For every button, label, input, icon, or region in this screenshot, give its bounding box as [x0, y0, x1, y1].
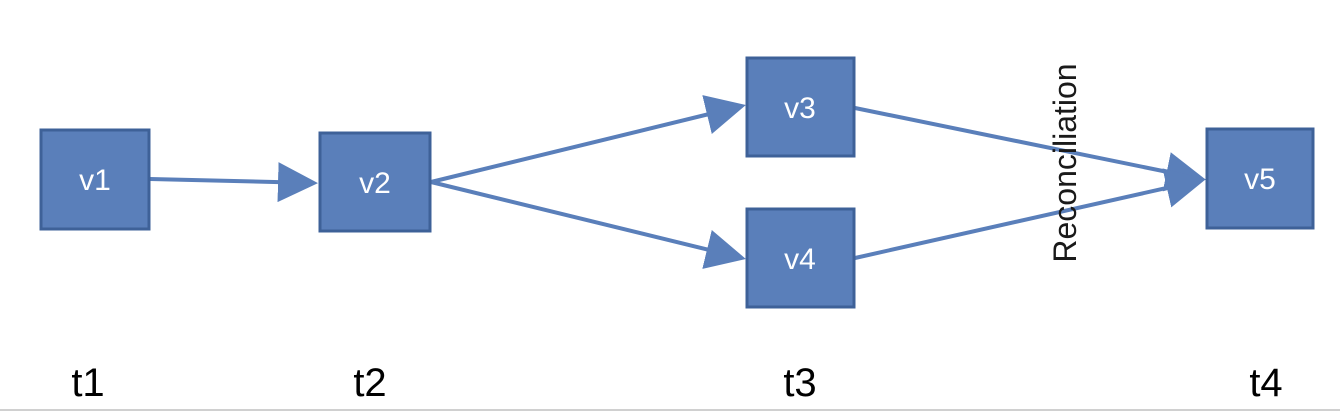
node-label: v4 [784, 243, 816, 276]
node-v3: v3 [745, 56, 856, 158]
node-label: v3 [784, 92, 816, 125]
reconciliation-label: Reconciliation [1047, 63, 1083, 262]
edge-v4-v5 [854, 168, 1206, 260]
node-v1: v1 [39, 128, 151, 231]
edge-v1-v2 [149, 162, 318, 203]
edge-v3-v5 [854, 106, 1206, 192]
edges [149, 95, 1206, 269]
time-label-t2: t2 [353, 361, 386, 405]
time-label-t3: t3 [783, 361, 816, 405]
node-label: v1 [79, 164, 111, 197]
edge-v2-v4 [430, 180, 746, 269]
node-v2: v2 [318, 131, 432, 233]
node-label: v2 [359, 167, 391, 200]
node-v5: v5 [1205, 127, 1315, 230]
time-label-t1: t1 [71, 361, 104, 405]
node-label: v5 [1244, 163, 1276, 196]
node-v4: v4 [745, 207, 856, 309]
edge-v2-v3 [430, 95, 746, 184]
timeline: t1 t2 t3 t4 [71, 361, 1282, 405]
time-label-t4: t4 [1249, 361, 1282, 405]
